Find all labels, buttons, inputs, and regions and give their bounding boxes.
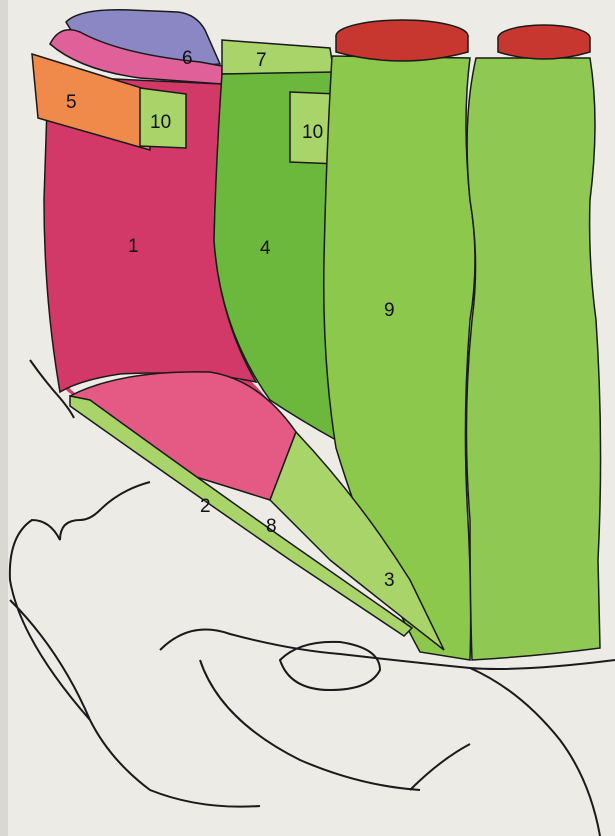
label-7: 7 [256,50,267,71]
label-3: 3 [384,570,395,591]
right-green-column [466,58,600,660]
label-8: 8 [266,516,277,537]
label-5: 5 [66,92,77,113]
label-6: 6 [182,48,193,69]
label-2: 2 [200,496,211,517]
label-10-right: 10 [302,122,323,143]
label-9: 9 [384,300,395,321]
paper-edge [0,0,8,836]
label-1: 1 [128,236,139,257]
red-cap-left-side [336,36,468,61]
label-4: 4 [260,238,271,259]
red-cap-right-side [498,38,590,59]
label-10-left: 10 [150,112,171,133]
